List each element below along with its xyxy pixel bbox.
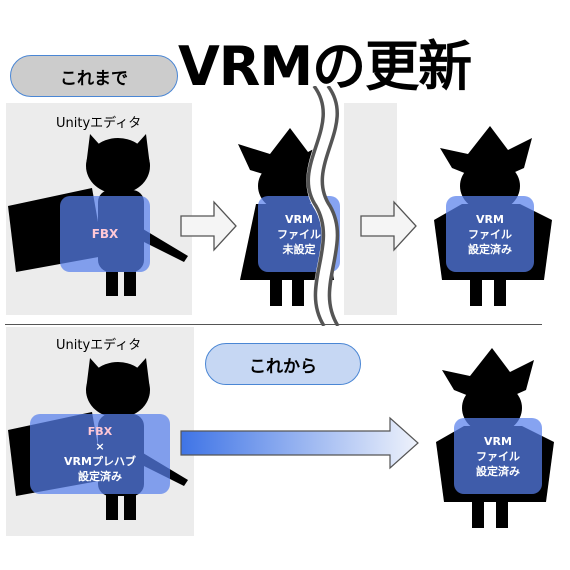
gradient-arrow-icon — [180, 416, 419, 470]
after-final-line-1: VRM — [484, 434, 512, 448]
before-label-pill: これまで — [10, 55, 178, 97]
before-final-badge: VRM ファイル 設定済み — [446, 196, 534, 272]
after-source-badge: FBX × VRMプレハブ 設定済み — [30, 414, 170, 494]
before-final-line-3: 設定済み — [468, 242, 512, 256]
after-source-line-2: × — [95, 440, 105, 453]
before-source-badge: FBX — [60, 196, 150, 272]
before-middle-line-2: ファイル — [277, 227, 321, 241]
wavy-break-icon — [306, 86, 340, 326]
after-source-line-1: FBX — [87, 425, 113, 438]
hollow-arrow-icon — [360, 200, 417, 252]
before-editor-label: Unityエディタ — [56, 116, 142, 131]
after-source-line-3: VRMプレハブ — [64, 455, 136, 468]
before-middle-line-3: 未設定 — [282, 242, 316, 256]
before-final-line-2: ファイル — [468, 227, 512, 241]
before-gray-strip — [344, 103, 397, 315]
before-source-line-1: FBX — [91, 226, 119, 241]
after-final-line-3: 設定済み — [476, 464, 520, 478]
section-divider — [5, 324, 542, 325]
after-editor-label: Unityエディタ — [56, 338, 142, 353]
after-source-line-4: 設定済み — [78, 470, 122, 483]
before-middle-line-1: VRM — [285, 212, 313, 226]
after-final-line-2: ファイル — [476, 449, 520, 463]
after-final-badge: VRM ファイル 設定済み — [454, 418, 542, 494]
before-final-line-1: VRM — [476, 212, 504, 226]
after-label-pill: これから — [205, 343, 361, 385]
hollow-arrow-icon — [180, 200, 237, 252]
